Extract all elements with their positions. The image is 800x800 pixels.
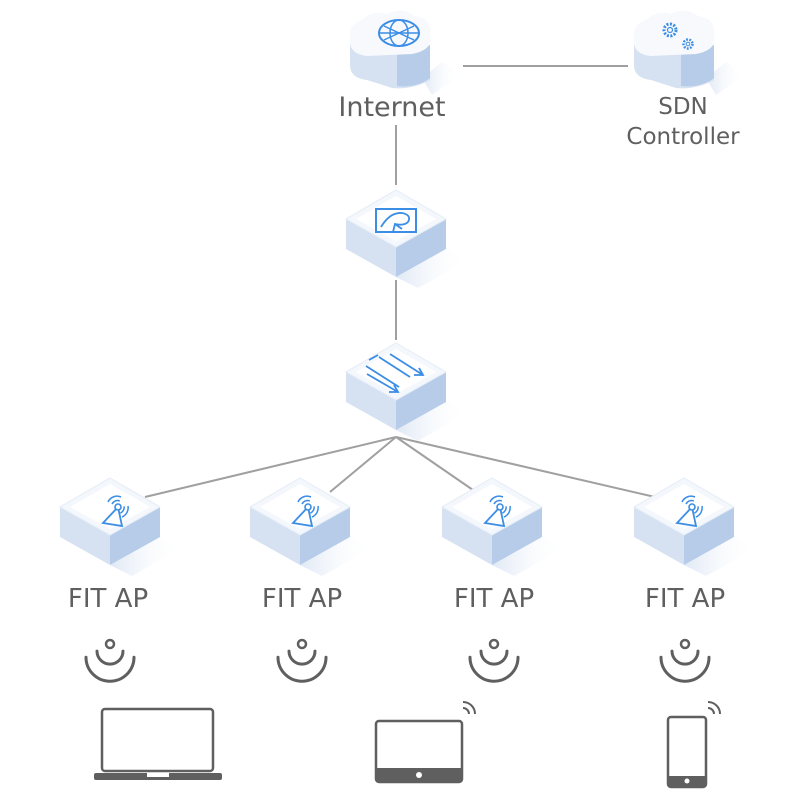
connection-line bbox=[395, 436, 656, 498]
sdn-controller-node bbox=[633, 10, 744, 95]
antenna-icon bbox=[675, 495, 703, 528]
connection-line bbox=[395, 436, 474, 491]
box-right-face bbox=[396, 372, 446, 430]
box-shadow bbox=[396, 249, 468, 288]
wifi-signal-icon bbox=[84, 638, 136, 683]
box-left-face bbox=[60, 507, 110, 565]
cloud-shadow bbox=[706, 62, 744, 95]
box-shadow bbox=[300, 537, 372, 576]
box-right-face bbox=[300, 507, 350, 565]
globe-icon bbox=[378, 19, 420, 47]
box-right-face bbox=[492, 507, 542, 565]
wifi-small-icon bbox=[462, 701, 476, 715]
wifi-signal-icon bbox=[659, 638, 711, 683]
gears-icon bbox=[662, 22, 694, 50]
cloud-body-right bbox=[681, 45, 714, 87]
box-left-face bbox=[634, 507, 684, 565]
box-top-inner bbox=[452, 484, 532, 529]
connection-line bbox=[144, 436, 397, 498]
antenna-icon bbox=[291, 495, 319, 528]
wifi-small-icon bbox=[707, 701, 721, 715]
internet-node bbox=[349, 10, 460, 95]
ap-label-2: FIT AP bbox=[261, 584, 343, 614]
fit-ap-node-1 bbox=[58, 477, 182, 576]
box-right-face bbox=[684, 507, 734, 565]
connections bbox=[144, 65, 656, 498]
tablet-icon bbox=[374, 719, 464, 784]
box-shadow bbox=[492, 537, 564, 576]
box-shadow bbox=[396, 402, 468, 441]
laptop-icon bbox=[94, 707, 222, 780]
ap-label-3: FIT AP bbox=[453, 584, 535, 614]
box-right-face bbox=[396, 219, 446, 277]
phone-icon bbox=[666, 715, 708, 789]
wifi-signal-icon bbox=[468, 638, 520, 683]
ap-label-4: FIT AP bbox=[644, 584, 726, 614]
ap-label-1: FIT AP bbox=[67, 584, 149, 614]
box-top-inner bbox=[70, 484, 150, 529]
box-shadow bbox=[684, 537, 756, 576]
box-top-inner bbox=[260, 484, 340, 529]
switch-arrows-icon bbox=[365, 353, 425, 393]
cloud-shadow bbox=[422, 62, 460, 95]
fit-ap-node-2 bbox=[248, 477, 372, 576]
sdn-label-line2: Controller bbox=[626, 124, 740, 150]
box-left-face bbox=[442, 507, 492, 565]
fit-ap-node-4 bbox=[632, 477, 756, 576]
box-left-face bbox=[346, 219, 396, 277]
box-shadow bbox=[110, 537, 182, 576]
sdn-label-line1: SDN bbox=[658, 94, 708, 120]
box-left-face bbox=[346, 372, 396, 430]
cloud-body-right bbox=[397, 45, 430, 87]
box-right-face bbox=[110, 507, 160, 565]
box-top-inner bbox=[644, 484, 724, 529]
fit-ap-node-3 bbox=[440, 477, 564, 576]
box-left-face bbox=[250, 507, 300, 565]
internet-label: Internet bbox=[338, 92, 446, 123]
connection-line bbox=[329, 436, 397, 493]
switch-node bbox=[344, 342, 468, 441]
router-node bbox=[344, 189, 468, 288]
box-top-inner bbox=[356, 349, 436, 394]
antenna-icon bbox=[101, 495, 129, 528]
wifi-signal-icon bbox=[276, 638, 328, 683]
router-icon bbox=[375, 208, 417, 233]
antenna-icon bbox=[483, 495, 511, 528]
